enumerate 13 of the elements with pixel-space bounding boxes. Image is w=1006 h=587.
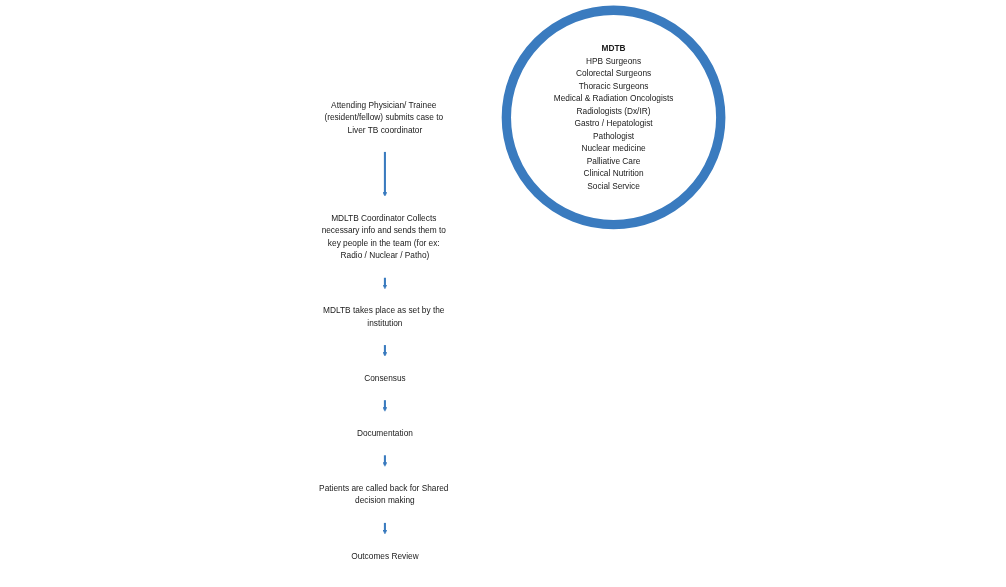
node-text: MDLTB takes place as set by the institution <box>322 305 444 327</box>
node-text: MDLTB Coordinator Collects necessary info and sends them to key people in the team (for ex: Radio / Nuclear / Patho) <box>321 213 446 260</box>
arrow <box>382 399 387 412</box>
node-circle: MDTB HPB Surgeons Colorectal Surgeons Thoracic Surgeons Medical & Radiation Oncologists Radiologists (Dx/IR) Gastro / Hepatologist Pathologist Nuclear medicine Palliative Care Clinical Nutrition Social Service <box>501 5 725 229</box>
node-text: Attending Physician/ Trainee (resident/fellow) submits case to Liver TB coordinator <box>323 99 443 134</box>
node-text: Consensus <box>363 373 406 382</box>
arrow <box>382 276 387 289</box>
arrow <box>382 454 387 467</box>
node-text: Outcomes Review <box>350 550 419 560</box>
arrow <box>382 151 387 197</box>
arrow <box>382 522 387 534</box>
node-text: Documentation <box>356 428 413 438</box>
node-text: Patients are called back for Shared decision making <box>318 483 448 505</box>
